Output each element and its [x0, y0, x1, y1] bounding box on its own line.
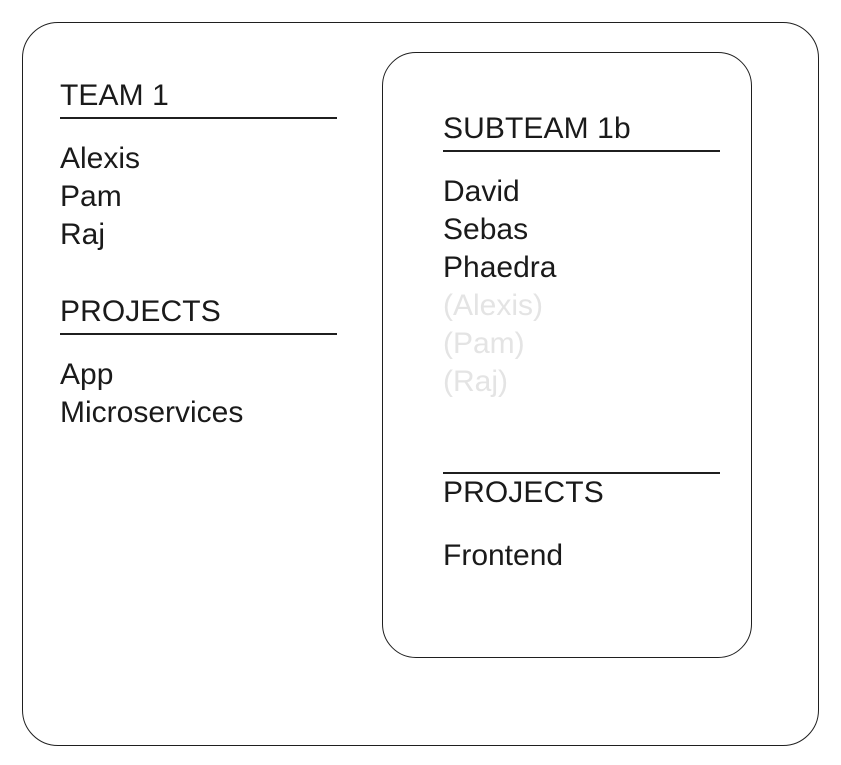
list-item[interactable]: David: [443, 175, 520, 208]
team-title: TEAM 1: [60, 79, 169, 112]
list-item[interactable]: Raj: [60, 218, 106, 251]
list-item-inherited[interactable]: (Pam): [443, 327, 525, 360]
team-member-list: Alexis Pam Raj: [60, 140, 337, 254]
team-title-rule: [60, 117, 337, 119]
list-item[interactable]: Pam: [60, 180, 122, 213]
list-item[interactable]: Sebas: [443, 213, 529, 246]
subteam-project-list: Frontend: [443, 537, 720, 575]
subteam-title-rule: [443, 150, 720, 152]
list-item[interactable]: Alexis: [60, 142, 141, 175]
team-projects-rule: [60, 333, 337, 335]
subteam-member-list: David Sebas Phaedra (Alexis) (Pam) (Raj): [443, 173, 720, 401]
team-projects-section: PROJECTS App Microservices: [60, 294, 337, 432]
subteam-projects-heading-block: PROJECTS: [443, 472, 720, 511]
list-item[interactable]: Microservices: [60, 396, 244, 429]
team-members-heading-block: TEAM 1: [60, 78, 337, 119]
list-item[interactable]: Phaedra: [443, 251, 557, 284]
subteam-projects-rule: [443, 472, 720, 474]
team-project-list: App Microservices: [60, 356, 337, 432]
subteam-members-heading-block: SUBTEAM 1b: [443, 111, 720, 152]
list-item-inherited[interactable]: (Raj): [443, 365, 508, 398]
subteam-title: SUBTEAM 1b: [443, 112, 631, 145]
list-item[interactable]: Frontend: [443, 539, 564, 572]
team-members-section: TEAM 1 Alexis Pam Raj: [60, 78, 337, 254]
list-item[interactable]: App: [60, 358, 114, 391]
subteam-projects-title: PROJECTS: [443, 476, 604, 509]
team-projects-heading-block: PROJECTS: [60, 294, 337, 335]
team-projects-title: PROJECTS: [60, 295, 221, 328]
subteam-members-section: SUBTEAM 1b David Sebas Phaedra (Alexis) …: [443, 111, 720, 401]
subteam-1b-box[interactable]: [382, 52, 752, 658]
subteam-projects-section: PROJECTS Frontend: [443, 472, 720, 575]
list-item-inherited[interactable]: (Alexis): [443, 289, 544, 322]
